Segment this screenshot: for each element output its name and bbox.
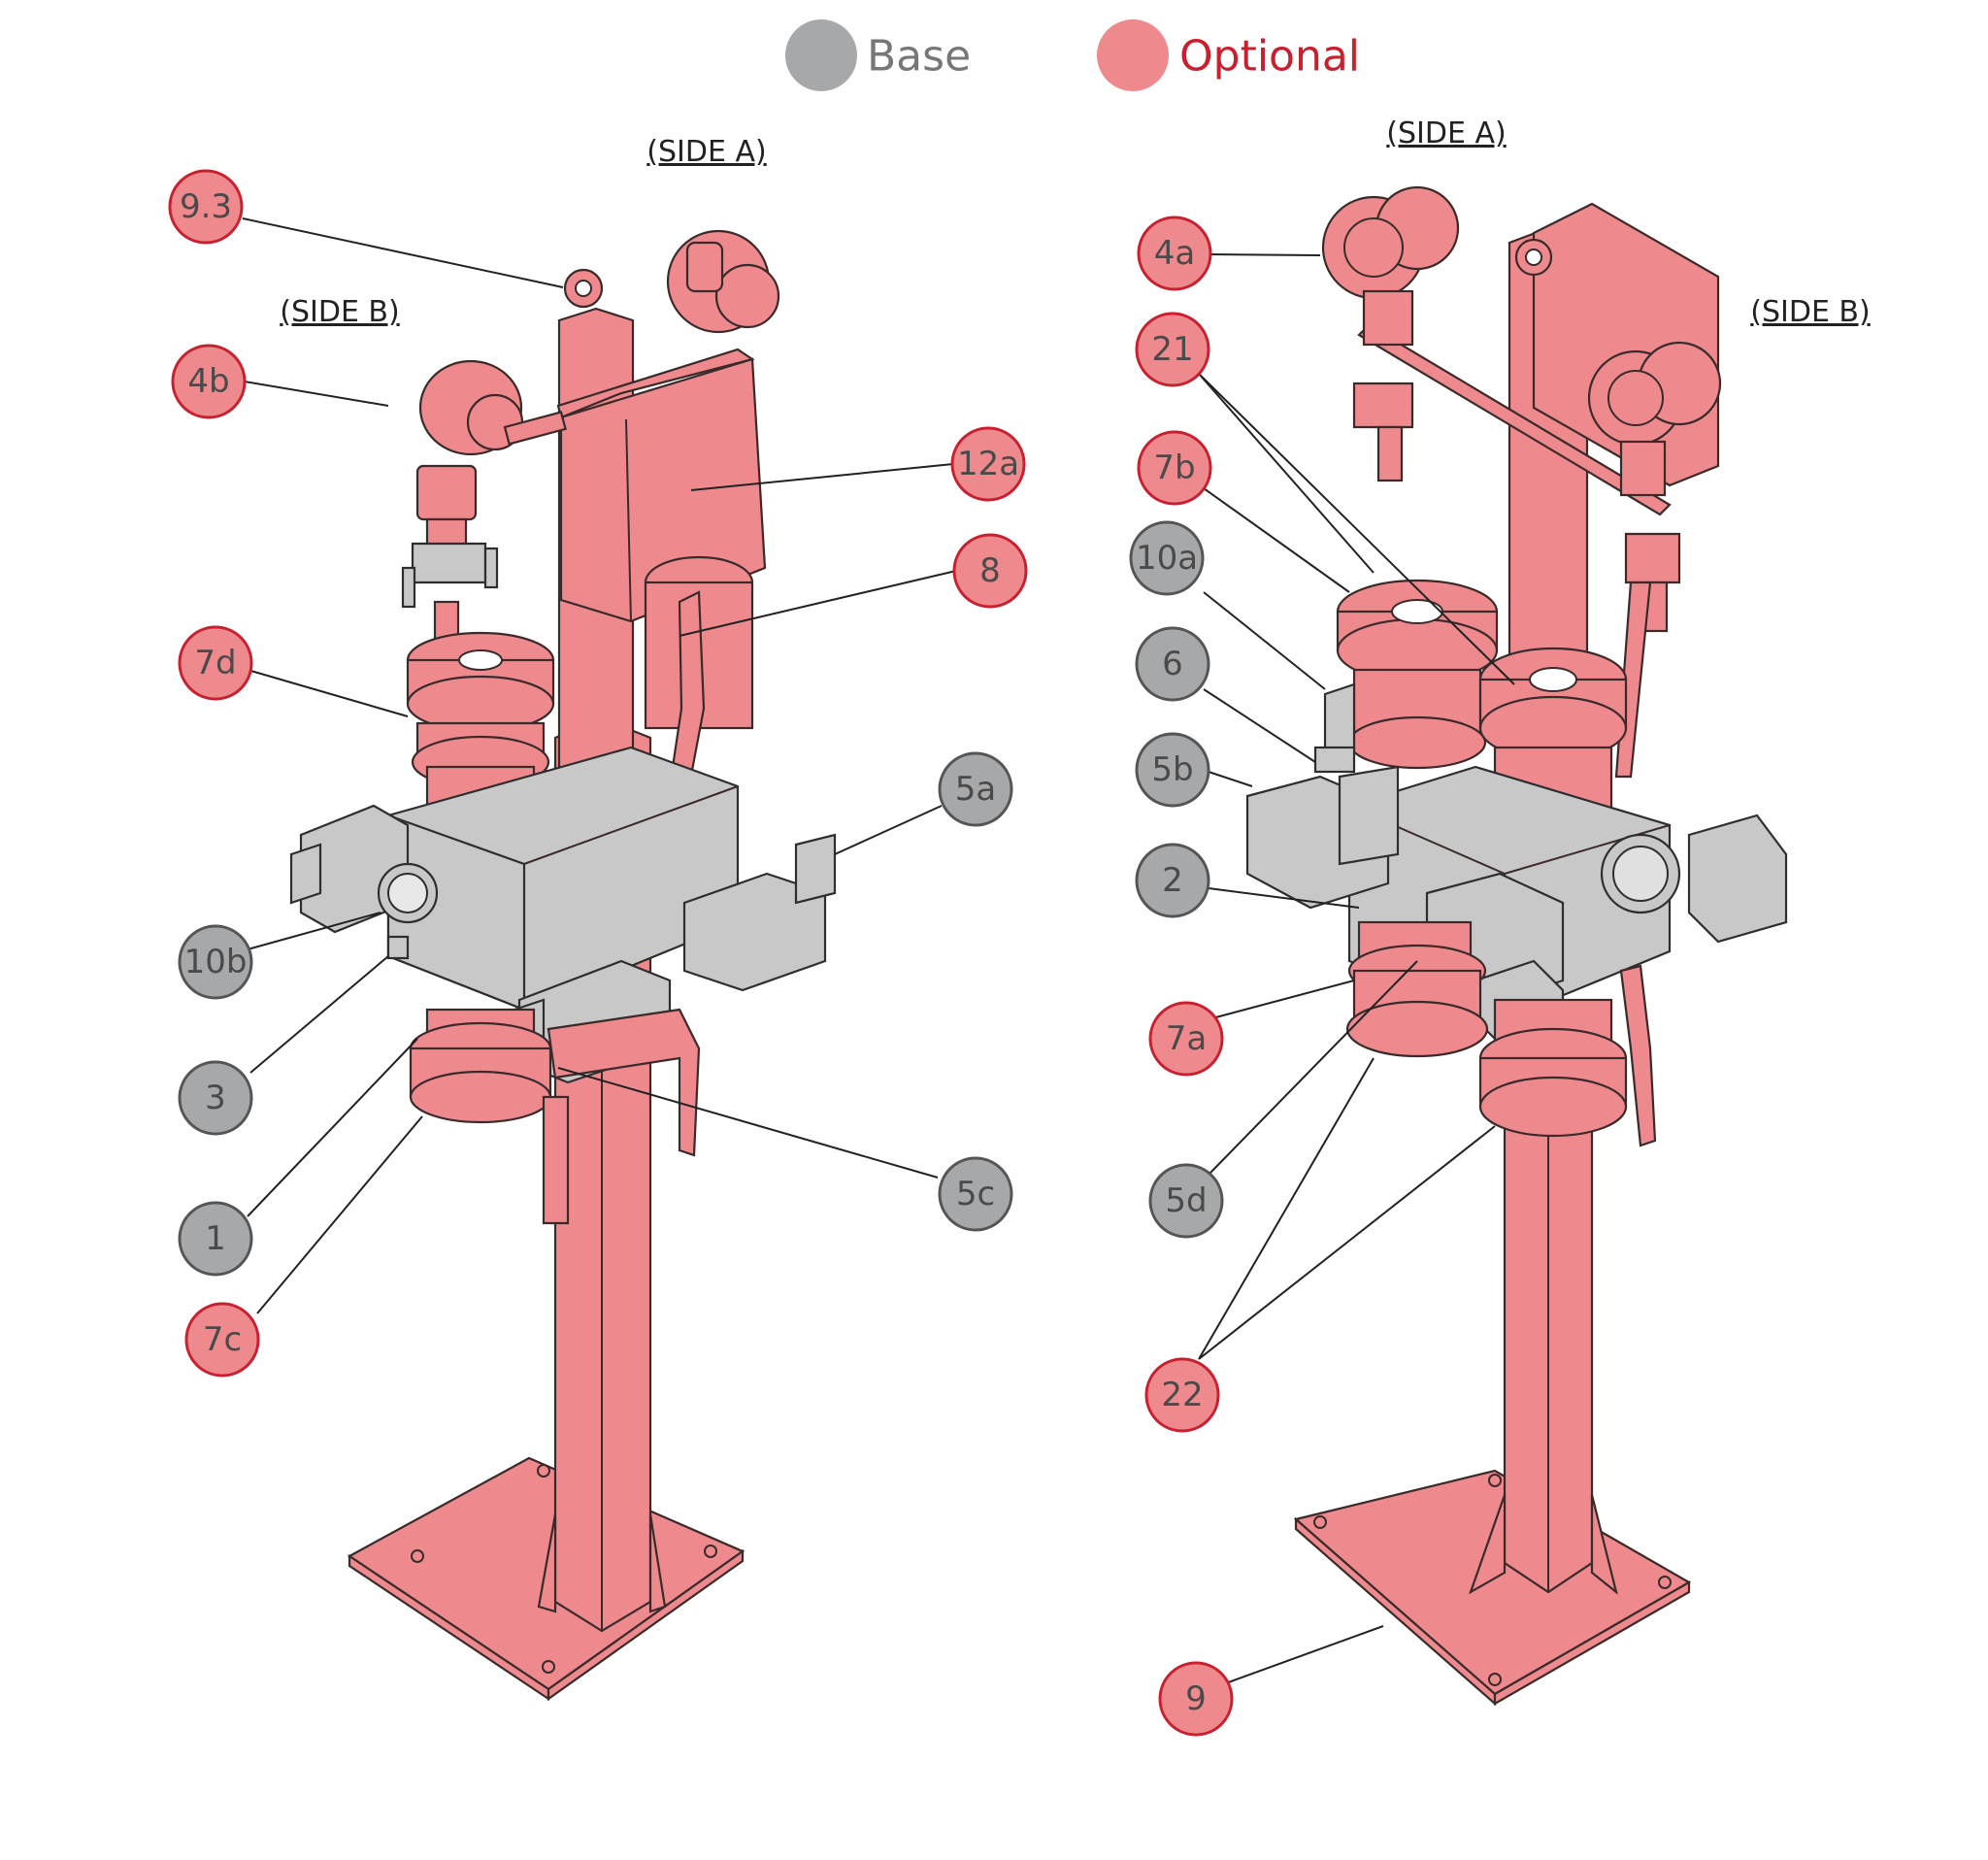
callout-10b: 10b [178, 924, 253, 1000]
svg-text:22: 22 [1161, 1376, 1203, 1414]
svg-text:4a: 4a [1154, 234, 1195, 273]
svg-text:3: 3 [205, 1079, 226, 1117]
leader-lines [242, 217, 1515, 1685]
callout-7d: 7d [178, 625, 253, 701]
callout-5d: 5d [1148, 1163, 1224, 1239]
svg-text:8: 8 [979, 551, 1001, 590]
svg-text:5b: 5b [1151, 750, 1193, 789]
svg-text:7b: 7b [1153, 448, 1195, 487]
callout-6: 6 [1135, 626, 1210, 702]
callout-4b: 4b [171, 344, 247, 419]
callout-5c: 5c [938, 1156, 1013, 1232]
right-side-b-label: (SIDE B) [1750, 295, 1870, 329]
svg-text:9: 9 [1185, 1679, 1207, 1718]
legend-optional-label: Optional [1179, 32, 1360, 82]
left-solenoid-5a [682, 833, 837, 992]
callout-10a: 10a [1129, 520, 1205, 596]
svg-text:12a: 12a [957, 445, 1019, 483]
svg-text:7a: 7a [1166, 1019, 1207, 1058]
right-valve-7b [1336, 579, 1499, 770]
callout-7a: 7a [1148, 1001, 1224, 1077]
callout-7b: 7b [1137, 430, 1212, 506]
left-manifold-block [386, 746, 740, 1012]
left-transmitter-side-b [401, 359, 567, 652]
callout-7c: 7c [184, 1302, 260, 1378]
left-assembly-drawing [289, 229, 837, 1702]
right-valve-lower-front [1478, 998, 1628, 1138]
svg-text:2: 2 [1162, 861, 1183, 900]
svg-text:1: 1 [205, 1219, 226, 1258]
callout-8: 8 [952, 533, 1028, 609]
svg-text:7d: 7d [194, 644, 236, 682]
legend: Base Optional [785, 19, 1360, 91]
right-transmitter-4a [1321, 185, 1460, 482]
svg-text:5a: 5a [955, 770, 996, 809]
svg-text:21: 21 [1151, 330, 1193, 369]
callout-12a: 12a [950, 426, 1026, 502]
svg-text:6: 6 [1162, 645, 1183, 683]
left-valve-7c [409, 1008, 552, 1124]
legend-base-label: Base [867, 32, 971, 82]
right-solenoid-side-b [1687, 814, 1788, 944]
svg-text:9.3: 9.3 [180, 187, 232, 226]
callout-5b: 5b [1135, 732, 1210, 808]
callout-9-3: 9.3 [168, 169, 244, 245]
svg-text:10b: 10b [184, 943, 248, 981]
svg-text:5d: 5d [1165, 1181, 1207, 1220]
left-side-a-label: (SIDE A) [646, 135, 766, 169]
right-solenoid-5b [1245, 765, 1400, 910]
callout-3: 3 [178, 1060, 253, 1136]
svg-text:7c: 7c [203, 1320, 242, 1359]
right-assembly-drawing [1245, 185, 1788, 1707]
legend-base-swatch [785, 19, 857, 91]
callout-22: 22 [1144, 1357, 1220, 1433]
right-base-plate [1293, 1469, 1692, 1696]
legend-optional-swatch [1097, 19, 1169, 91]
svg-text:5c: 5c [956, 1175, 995, 1213]
callout-9: 9 [1158, 1661, 1234, 1737]
svg-text:10a: 10a [1136, 539, 1198, 578]
callout-1: 1 [178, 1201, 253, 1277]
left-side-b-label: (SIDE B) [280, 295, 399, 329]
right-side-a-label: (SIDE A) [1386, 116, 1506, 150]
callout-21: 21 [1135, 312, 1210, 387]
callout-2: 2 [1135, 843, 1210, 918]
svg-text:4b: 4b [187, 362, 229, 401]
right-valve-7a [1345, 920, 1489, 1058]
callout-4a: 4a [1137, 216, 1212, 291]
right-transmitter-side-b [1587, 341, 1722, 779]
callout-5a: 5a [938, 751, 1013, 827]
